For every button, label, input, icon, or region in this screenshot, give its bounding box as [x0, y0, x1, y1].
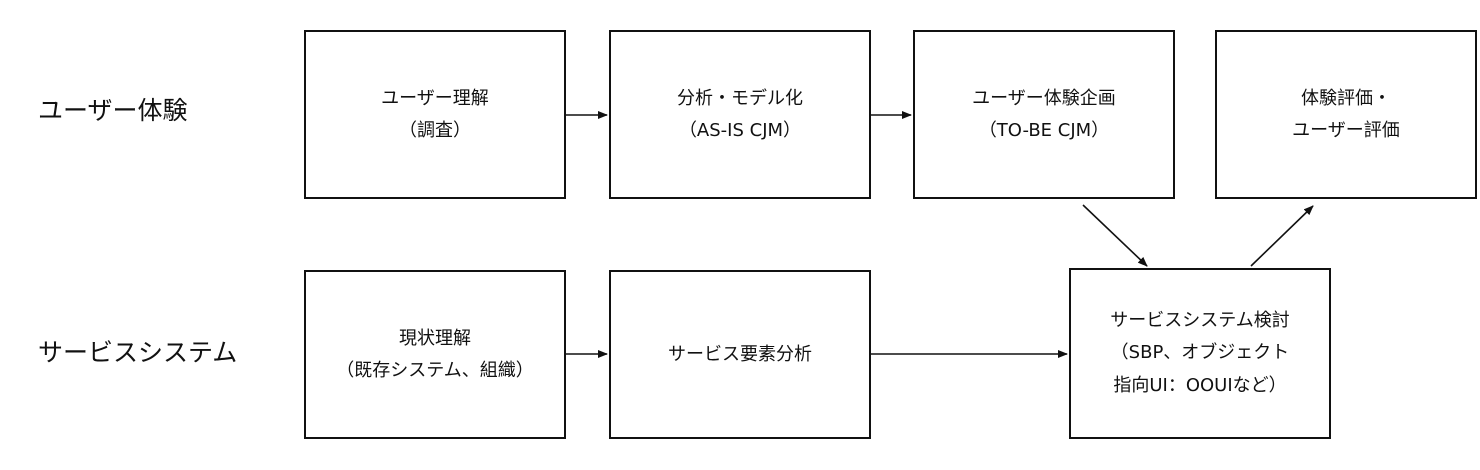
- box-current-understanding: 現状理解 （既存システム、組織）: [304, 270, 566, 439]
- arrow-ux-planning-to-system-study: [1082, 204, 1148, 267]
- box-user-understanding-line-1: ユーザー理解: [381, 88, 489, 109]
- box-evaluation-line-2: ユーザー評価: [1292, 119, 1400, 141]
- box-analysis-modeling: 分析・モデル化 （AS-IS CJM）: [609, 30, 871, 199]
- box-evaluation: 体験評価・ ユーザー評価: [1215, 30, 1477, 199]
- box-ux-planning: ユーザー体験企画 （TO-BE CJM）: [913, 30, 1175, 199]
- box-service-element-analysis-line-1: サービス要素分析: [668, 343, 812, 365]
- box-user-understanding-line-2: （調査）: [399, 119, 471, 141]
- box-analysis-modeling-line-2: （AS-IS CJM）: [678, 119, 802, 141]
- box-service-system-study-line-1: サービスシステム検討: [1110, 309, 1290, 331]
- arrow-system-study-to-evaluation: [1250, 205, 1314, 267]
- box-service-element-analysis: サービス要素分析: [609, 270, 871, 439]
- box-user-understanding: ユーザー理解 （調査）: [304, 30, 566, 199]
- box-current-understanding-line-2: （既存システム、組織）: [336, 359, 534, 381]
- box-ux-planning-line-1: ユーザー体験企画: [972, 88, 1116, 109]
- row-label-service-system: サービスシステム: [38, 338, 238, 367]
- row-label-user-experience: ユーザー体験: [38, 96, 188, 125]
- box-evaluation-line-1: 体験評価・: [1301, 88, 1391, 109]
- box-service-system-study-line-2: （SBP、オブジェクト: [1110, 342, 1290, 364]
- box-service-system-study: サービスシステム検討 （SBP、オブジェクト 指向UI：OOUIなど）: [1069, 268, 1331, 439]
- box-ux-planning-line-2: （TO-BE CJM）: [978, 119, 1110, 141]
- box-service-system-study-line-3: 指向UI：OOUIなど）: [1113, 374, 1287, 396]
- box-analysis-modeling-line-1: 分析・モデル化: [677, 88, 803, 109]
- box-current-understanding-line-1: 現状理解: [399, 328, 471, 349]
